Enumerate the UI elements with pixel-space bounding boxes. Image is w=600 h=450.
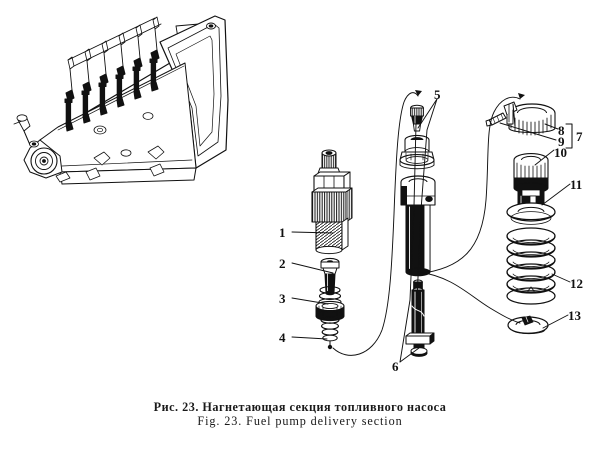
- callout-8: 8: [558, 123, 565, 138]
- feed-pump-and-drive: [13, 114, 71, 183]
- leader-11: [541, 183, 571, 206]
- leader-5a: [417, 98, 438, 129]
- leader-1: [291, 231, 334, 234]
- callout-11: 11: [570, 177, 583, 192]
- leader-2: [291, 262, 334, 274]
- part-12-plunger-return-spring: [506, 227, 556, 305]
- callout-1: 1: [279, 225, 286, 240]
- part-13-lower-spring-seat: [507, 315, 549, 335]
- part-5-barrel-locating-screw: [410, 104, 424, 132]
- pump-assembly-illustration: [13, 15, 229, 185]
- callout-7: 7: [576, 129, 583, 144]
- leader-5b: [416, 98, 438, 301]
- bracket-7: [565, 123, 573, 149]
- leader-lines: [291, 90, 573, 363]
- delivery-valve-holder-column: [311, 149, 353, 350]
- curve-5-to-part4: [332, 92, 419, 356]
- leader-9: [499, 122, 557, 141]
- leader-10: [534, 149, 555, 166]
- callout-3: 3: [279, 291, 286, 306]
- callout-5: 5: [434, 87, 441, 102]
- part-plunger-barrel: [400, 175, 436, 277]
- callout-10: 10: [554, 145, 567, 160]
- callout-9: 9: [558, 134, 565, 149]
- leader-3: [291, 297, 329, 305]
- leader-13: [542, 314, 569, 329]
- callout-4: 4: [279, 330, 286, 345]
- callout-13: 13: [568, 308, 581, 323]
- arrow-5: [415, 90, 422, 96]
- figure-caption-russian: Рис. 23. Нагнетающая секция топливного н…: [153, 400, 447, 414]
- figure-caption-english: Fig. 23. Fuel pump delivery section: [197, 414, 403, 429]
- part-10-plunger-control-sleeve: [513, 153, 549, 207]
- part-11-upper-spring-seat: [506, 202, 556, 225]
- figure-caption: Рис. 23. Нагнетающая секция топливного н…: [0, 400, 600, 429]
- control-sleeve-and-spring-column: [485, 101, 556, 335]
- part-1-delivery-valve-holder: [311, 149, 353, 255]
- barrel-and-plunger-column: [399, 104, 436, 357]
- part-8-control-sleeve-gear: [503, 101, 556, 136]
- leader-12: [551, 273, 571, 283]
- arrow-gear: [518, 93, 525, 99]
- callout-2: 2: [279, 256, 286, 271]
- part-4-valve-spring-lower: [320, 316, 340, 350]
- curve-barrel-to-seat: [417, 271, 521, 324]
- leader-8: [544, 123, 559, 130]
- callout-12: 12: [570, 276, 583, 291]
- part-2-delivery-valve: [320, 257, 340, 296]
- delivery-valve-holders-row: [64, 16, 162, 132]
- barrel-upper-flange: [399, 134, 435, 170]
- curve-to-gear: [417, 96, 521, 275]
- callout-6: 6: [392, 359, 399, 374]
- leader-6b: [399, 123, 417, 363]
- leader-6a: [399, 347, 420, 363]
- leader-4: [291, 336, 328, 340]
